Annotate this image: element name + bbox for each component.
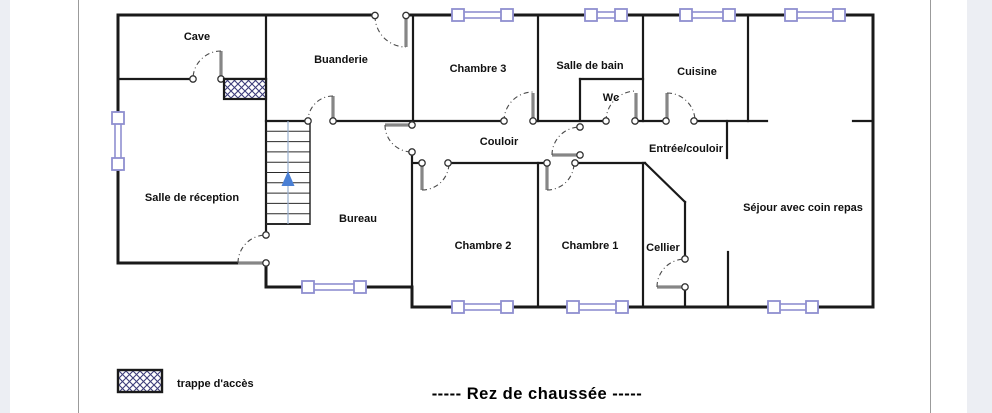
room-label-salle-de-bain: Salle de bain [556,60,624,72]
room-label-cave: Cave [184,31,210,43]
window-cuisine [679,8,736,22]
window-salle-de-reception [111,111,125,171]
window-sejour [767,300,819,314]
door-wc [602,90,639,125]
window-chambre3 [451,8,514,22]
windows [111,8,846,314]
door-chambre3 [500,91,537,125]
plan-title: ----- Rez de chaussée ----- [432,385,643,403]
interior-walls [116,13,875,309]
page-margin-left [0,0,10,413]
door-chambre1 [543,159,579,191]
legend-label: trappe d'accès [177,378,254,390]
room-label-wc: Wc [603,92,620,104]
exterior-walls [116,13,875,309]
room-label-entree-couloir: Entrée/couloir [649,143,724,155]
door-couloir-entree [551,123,584,159]
room-label-bureau: Bureau [339,213,377,225]
room-label-sejour: Séjour avec coin repas [743,202,863,214]
door-chambre2 [418,159,452,191]
room-label-chambre1: Chambre 1 [562,240,619,252]
room-label-chambre3: Chambre 3 [450,63,507,75]
room-label-chambre2: Chambre 2 [455,240,512,252]
legend-hatch-swatch [116,368,164,394]
trappe-acces-hatch [222,77,268,101]
page-edge-line-left [78,0,79,413]
staircase [266,121,311,225]
window-salle-de-bain [584,8,628,22]
door-cave [189,50,225,83]
legend: trappe d'accès [116,368,254,394]
door-buanderie-exterior [371,11,410,48]
room-label-cellier: Cellier [646,242,680,254]
room-label-couloir: Couloir [480,136,519,148]
window-bureau [301,280,367,294]
door-bureau-couloir [384,121,416,156]
room-label-buanderie: Buanderie [314,54,368,66]
page-margin-right [967,0,992,413]
door-buanderie-interior [304,95,337,125]
room-labels: Cave Buanderie Chambre 3 Salle de bain W… [145,31,863,254]
door-salle-de-reception [237,231,270,267]
doors [189,11,698,291]
room-label-cuisine: Cuisine [677,66,717,78]
window-chambre2 [451,300,514,314]
page-edge-line-right [930,0,931,413]
room-label-salle-de-reception: Salle de réception [145,192,239,204]
window-coin-repas [784,8,846,22]
door-cellier [656,255,689,291]
door-cuisine [662,92,698,125]
stairs-up-arrow [281,171,295,186]
window-chambre1 [566,300,629,314]
